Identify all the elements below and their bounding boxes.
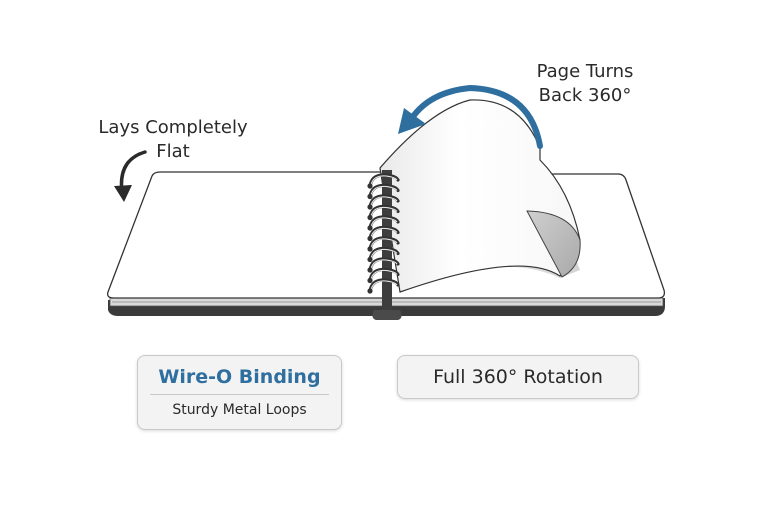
binding-loop-highlight <box>370 280 398 291</box>
binding-loop-end <box>367 183 373 189</box>
binding-loop-highlight <box>370 206 398 217</box>
binding-loop <box>368 278 400 293</box>
binding-loop-highlight <box>370 259 398 270</box>
binding-loop-end <box>367 225 373 231</box>
binding-loop-highlight <box>370 248 398 259</box>
binding-loop <box>368 236 400 251</box>
page-turns-label: Page Turns Back 360° <box>510 60 660 108</box>
binding-loop <box>368 173 400 188</box>
binding-loop <box>368 246 400 262</box>
binding-loop-end <box>367 235 373 242</box>
binding-loop-end <box>367 246 373 252</box>
binding-loop-end <box>367 193 373 200</box>
binding-loop <box>368 204 400 220</box>
card-divider <box>150 394 329 395</box>
binding-loop-end <box>367 256 373 263</box>
wire-o-binding-subtitle: Sturdy Metal Loops <box>172 402 307 418</box>
curved-arrow-left-icon <box>398 84 543 149</box>
binding-loop <box>368 257 400 272</box>
full-rotation-card: Full 360° Rotation <box>397 355 639 399</box>
binding-loop-end <box>367 288 373 294</box>
binding-loop-highlight <box>370 238 398 249</box>
binding-loops <box>367 173 400 294</box>
binding-loop-end <box>367 277 373 284</box>
binding-loop <box>368 183 400 199</box>
binding-loop-highlight <box>370 217 398 228</box>
turning-page <box>379 99 581 293</box>
binding-loop-highlight <box>370 175 398 186</box>
binding-loop <box>368 215 400 230</box>
lays-flat-line-2: Flat <box>156 141 190 162</box>
binding-loop-end <box>367 214 373 221</box>
page-turns-line-1: Page Turns <box>536 61 634 82</box>
curved-arrow-down-icon <box>114 150 147 202</box>
page-turns-line-2: Back 360° <box>538 85 632 106</box>
binding-loop-end <box>367 267 373 273</box>
binding-loop-highlight <box>370 185 398 196</box>
lays-flat-label: Lays Completely Flat <box>88 116 258 164</box>
wire-o-spine <box>372 170 402 320</box>
left-page <box>106 171 386 299</box>
binding-loop <box>368 267 400 283</box>
binding-loop-highlight <box>370 227 398 238</box>
binding-loop-highlight <box>370 196 398 207</box>
wire-o-binding-card: Wire-O Binding Sturdy Metal Loops <box>137 355 342 430</box>
page-curl <box>526 210 581 278</box>
binding-loop <box>368 194 400 209</box>
binding-loop <box>368 225 400 241</box>
full-rotation-title: Full 360° Rotation <box>433 366 603 388</box>
lays-flat-line-1: Lays Completely <box>98 117 248 138</box>
wire-o-binding-title: Wire-O Binding <box>158 366 321 388</box>
binding-loop-highlight <box>370 269 398 280</box>
binding-loop-end <box>367 204 373 210</box>
